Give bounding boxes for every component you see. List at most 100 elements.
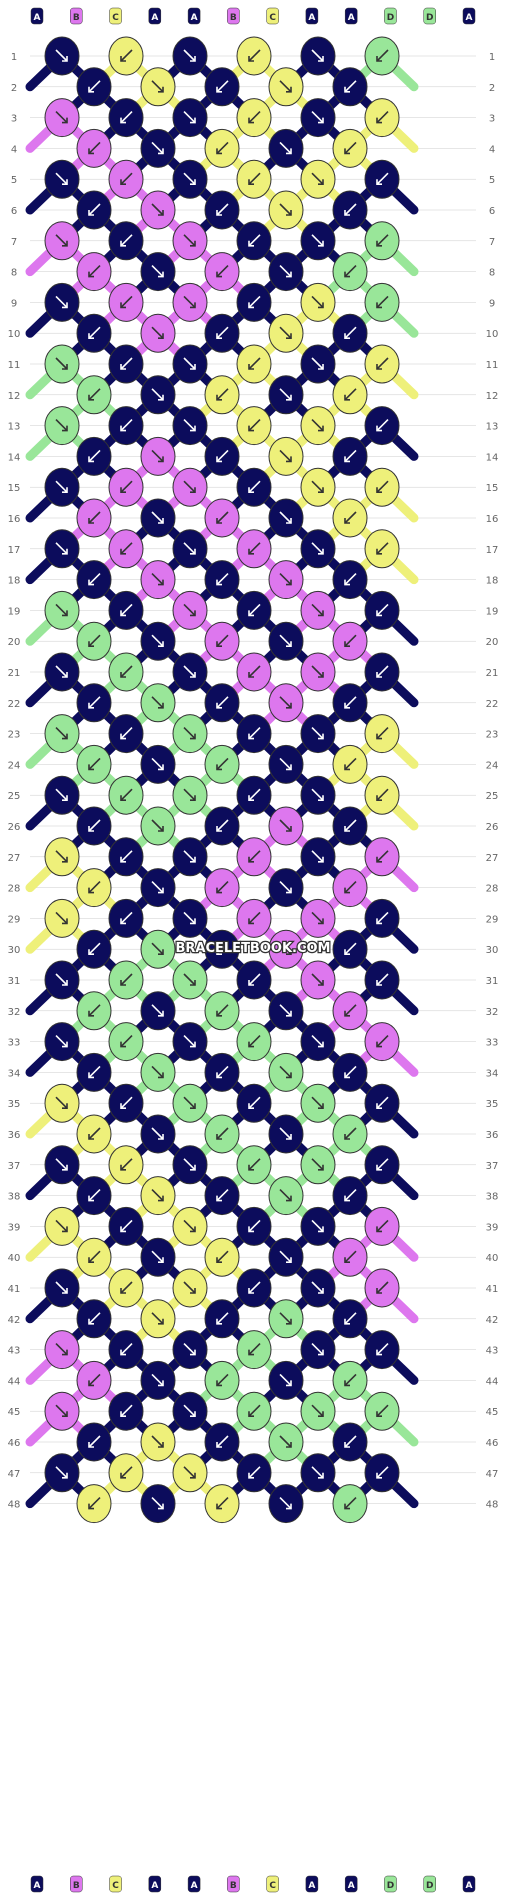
knot-yellow bbox=[236, 36, 272, 76]
knot-navy bbox=[172, 1022, 208, 1062]
knot-green bbox=[300, 1391, 336, 1431]
strand-label-top: A bbox=[30, 7, 44, 25]
arrow-icon bbox=[216, 1250, 229, 1263]
arrow-icon bbox=[216, 942, 229, 955]
knot-navy bbox=[236, 590, 272, 630]
arrow-icon bbox=[248, 603, 261, 616]
arrow-icon bbox=[120, 1158, 133, 1171]
row-label-right: 42 bbox=[486, 1315, 499, 1326]
row-label-left: 16 bbox=[8, 514, 21, 525]
knot-green bbox=[236, 1145, 272, 1185]
knot-violet bbox=[44, 221, 80, 261]
arrow-icon bbox=[376, 911, 389, 924]
knot-navy bbox=[300, 529, 336, 569]
knot-yellow bbox=[364, 775, 400, 815]
knot-navy bbox=[76, 190, 112, 230]
arrow-icon bbox=[55, 111, 68, 124]
row-label-right: 29 bbox=[486, 914, 499, 925]
knot-violet bbox=[76, 498, 112, 538]
knot-navy bbox=[44, 1268, 80, 1308]
knot-navy bbox=[236, 221, 272, 261]
knot-violet bbox=[44, 1330, 80, 1370]
row-label-right: 37 bbox=[486, 1161, 499, 1172]
knot-navy bbox=[108, 1083, 144, 1123]
knot-green bbox=[44, 406, 80, 446]
row-label-left: 47 bbox=[8, 1469, 21, 1480]
knot-yellow bbox=[364, 529, 400, 569]
arrow-icon bbox=[151, 634, 164, 647]
arrow-icon bbox=[55, 419, 68, 432]
arrow-icon bbox=[183, 1466, 196, 1479]
knot-navy bbox=[364, 1145, 400, 1185]
strand-label-top: D bbox=[384, 7, 397, 25]
knot-navy bbox=[332, 67, 368, 107]
arrow-icon bbox=[183, 480, 196, 493]
arrow-icon bbox=[216, 388, 229, 401]
knot-green bbox=[268, 1052, 304, 1092]
arrow-icon bbox=[216, 1065, 229, 1078]
knot-navy bbox=[108, 1206, 144, 1246]
knot-violet bbox=[140, 190, 176, 230]
knot-violet bbox=[300, 590, 336, 630]
knot-violet bbox=[364, 1206, 400, 1246]
knot-violet bbox=[332, 621, 368, 661]
row-label-right: 8 bbox=[489, 268, 495, 279]
arrow-icon bbox=[55, 1281, 68, 1294]
row-label-left: 13 bbox=[8, 422, 21, 433]
knot-green bbox=[140, 806, 176, 846]
knot-navy bbox=[108, 590, 144, 630]
knot-navy bbox=[300, 1330, 336, 1370]
arrow-icon bbox=[344, 1312, 357, 1325]
knot-navy bbox=[76, 1299, 112, 1339]
arrow-icon bbox=[216, 449, 229, 462]
row-label-right: 12 bbox=[486, 391, 499, 402]
knot-navy bbox=[268, 868, 304, 908]
knot-navy bbox=[236, 467, 272, 507]
knot-green bbox=[300, 1145, 336, 1185]
knot-yellow bbox=[364, 467, 400, 507]
row-label-right: 28 bbox=[486, 884, 499, 895]
knot-navy bbox=[300, 344, 336, 384]
arrow-icon bbox=[279, 942, 292, 955]
knot-yellow bbox=[300, 282, 336, 322]
arrow-icon bbox=[120, 1404, 133, 1417]
arrow-icon bbox=[279, 449, 292, 462]
svg-text:C: C bbox=[112, 1881, 119, 1891]
knot-violet bbox=[140, 560, 176, 600]
arrow-icon bbox=[216, 80, 229, 93]
arrow-icon bbox=[151, 265, 164, 278]
strand-label-top: A bbox=[148, 7, 162, 25]
arrow-icon bbox=[376, 665, 389, 678]
row-label-right: 19 bbox=[486, 606, 499, 617]
arrow-icon bbox=[216, 757, 229, 770]
knot-navy bbox=[172, 529, 208, 569]
arrow-icon bbox=[88, 1312, 101, 1325]
knot-navy bbox=[140, 1360, 176, 1400]
knot-yellow bbox=[76, 1114, 112, 1154]
row-label-left: 42 bbox=[8, 1315, 21, 1326]
knot-green bbox=[236, 1022, 272, 1062]
arrow-icon bbox=[248, 973, 261, 986]
row-label-left: 7 bbox=[11, 237, 17, 248]
knot-navy bbox=[204, 1299, 240, 1339]
arrow-icon bbox=[279, 1250, 292, 1263]
arrow-icon bbox=[151, 388, 164, 401]
arrow-icon bbox=[311, 419, 324, 432]
arrow-icon bbox=[183, 850, 196, 863]
knot-yellow bbox=[236, 406, 272, 446]
arrow-icon bbox=[216, 1312, 229, 1325]
row-label-left: 45 bbox=[8, 1407, 21, 1418]
arrow-icon bbox=[88, 449, 101, 462]
knot-violet bbox=[76, 252, 112, 292]
arrow-icon bbox=[151, 1497, 164, 1510]
arrow-icon bbox=[279, 80, 292, 93]
arrow-icon bbox=[55, 234, 68, 247]
knot-violet bbox=[332, 1237, 368, 1277]
knot-violet bbox=[364, 837, 400, 877]
row-label-left: 11 bbox=[8, 360, 21, 371]
arrow-icon bbox=[55, 727, 68, 740]
knot-navy bbox=[236, 1083, 272, 1123]
row-label-right: 43 bbox=[486, 1346, 499, 1357]
arrow-icon bbox=[248, 111, 261, 124]
knot-navy bbox=[268, 991, 304, 1031]
